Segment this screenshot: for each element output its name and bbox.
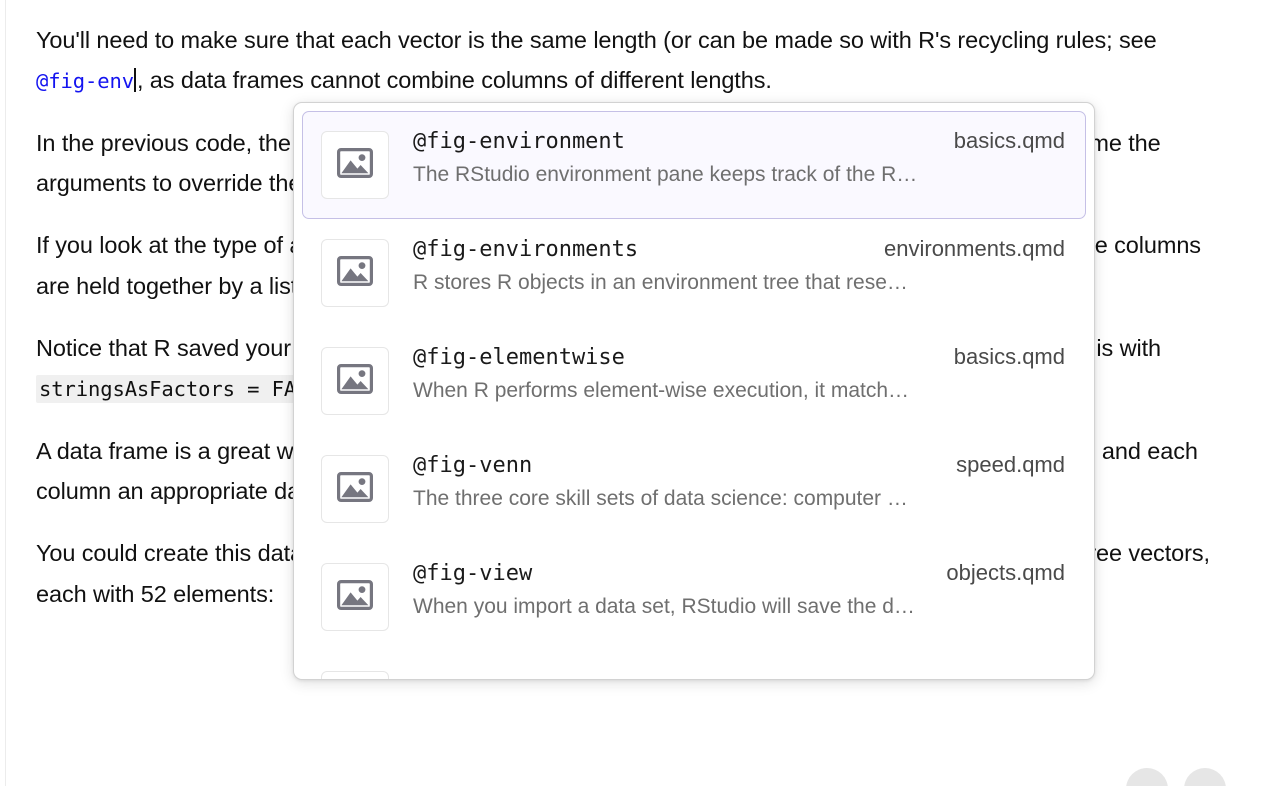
xref-item-description: When R performs element-wise execution, … (413, 379, 910, 402)
xref-item-file: basics.qmd (953, 344, 1065, 369)
text-run: You'll need to make sure that each vecto… (36, 27, 1157, 53)
xref-item-file: environments.qmd (884, 236, 1065, 261)
image-placeholder-icon (337, 363, 373, 399)
xref-thumbnail (321, 239, 389, 307)
xref-item-header: @fig-elementwise basics.qmd (413, 344, 1065, 370)
paragraph-p1: You'll need to make sure that each vecto… (36, 20, 1232, 101)
xref-thumbnail (321, 347, 389, 415)
xref-item-file: basics.qmd (953, 128, 1065, 153)
xref-item-body: @fig-environments environments.qmd R store… (413, 232, 1065, 295)
xref-item-id: @fig-venn (413, 453, 533, 478)
xref-item-id: @fig-environment (413, 129, 625, 154)
image-placeholder-icon (337, 147, 373, 183)
image-placeholder-icon (337, 471, 373, 507)
xref-item-description: R stores R objects in an environment tre… (413, 271, 908, 294)
xref-item-description: The three core skill sets of data scienc… (413, 487, 908, 510)
xref-item-description: When you import a data set, RStudio will… (413, 595, 915, 618)
xref-item-body (413, 664, 1065, 677)
xref-item-id: @fig-elementwise (413, 345, 625, 370)
xref-item-header: @fig-venn speed.qmd (413, 452, 1065, 478)
xref-item-file: speed.qmd (956, 452, 1065, 477)
xref-item-header: @fig-environments environments.qmd (413, 236, 1065, 262)
inline-code: stringsAsFactors = FALSE (36, 375, 336, 403)
text-run: , as data frames cannot combine columns … (136, 67, 772, 93)
xref-item-file: objects.qmd (946, 560, 1065, 585)
xref-item-header: @fig-environment basics.qmd (413, 128, 1065, 154)
xref-thumbnail (321, 455, 389, 523)
xref-thumbnail (321, 131, 389, 199)
xref-item-id: @fig-environments (413, 237, 639, 262)
xref-item-fig-environments[interactable]: @fig-environments environments.qmd R store… (302, 219, 1086, 327)
xref-thumbnail (321, 671, 389, 679)
xref-thumbnail (321, 563, 389, 631)
xref-item-description: The RStudio environment pane keeps track… (413, 163, 918, 186)
image-placeholder-icon (337, 255, 373, 291)
text-caret (133, 68, 136, 92)
xref-token[interactable]: @fig-env (36, 69, 134, 93)
xref-item-header: @fig-view objects.qmd (413, 560, 1065, 586)
prev-button[interactable] (1126, 768, 1168, 786)
xref-item-partial[interactable] (302, 651, 1086, 679)
next-button[interactable] (1184, 768, 1226, 786)
xref-item-id: @fig-view (413, 561, 533, 586)
gutter-rule (5, 0, 6, 786)
image-placeholder-icon (337, 579, 373, 615)
